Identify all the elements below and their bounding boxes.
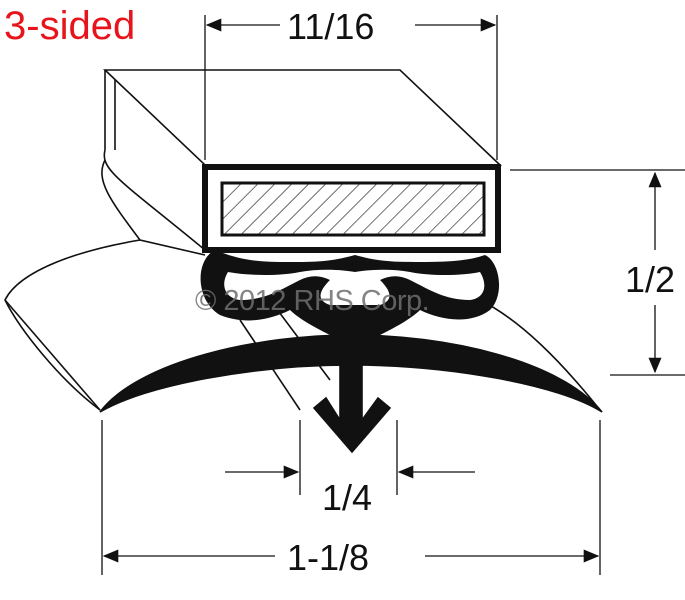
dimension-dart-width: 1/4 — [318, 480, 377, 516]
copyright-watermark: © 2012 RHS Corp. — [195, 285, 430, 317]
profile-type-label: 3-sided — [4, 4, 136, 48]
dimension-overall-width: 1-1/8 — [283, 540, 374, 576]
magnet-carrier — [101, 69, 503, 256]
dimension-lines — [101, 15, 685, 575]
dimension-width-top: 11/16 — [283, 9, 379, 45]
gasket-dart — [312, 359, 392, 454]
gasket-base — [99, 334, 603, 413]
dimension-height: 1/2 — [625, 259, 676, 300]
gasket-bulb — [200, 250, 500, 335]
